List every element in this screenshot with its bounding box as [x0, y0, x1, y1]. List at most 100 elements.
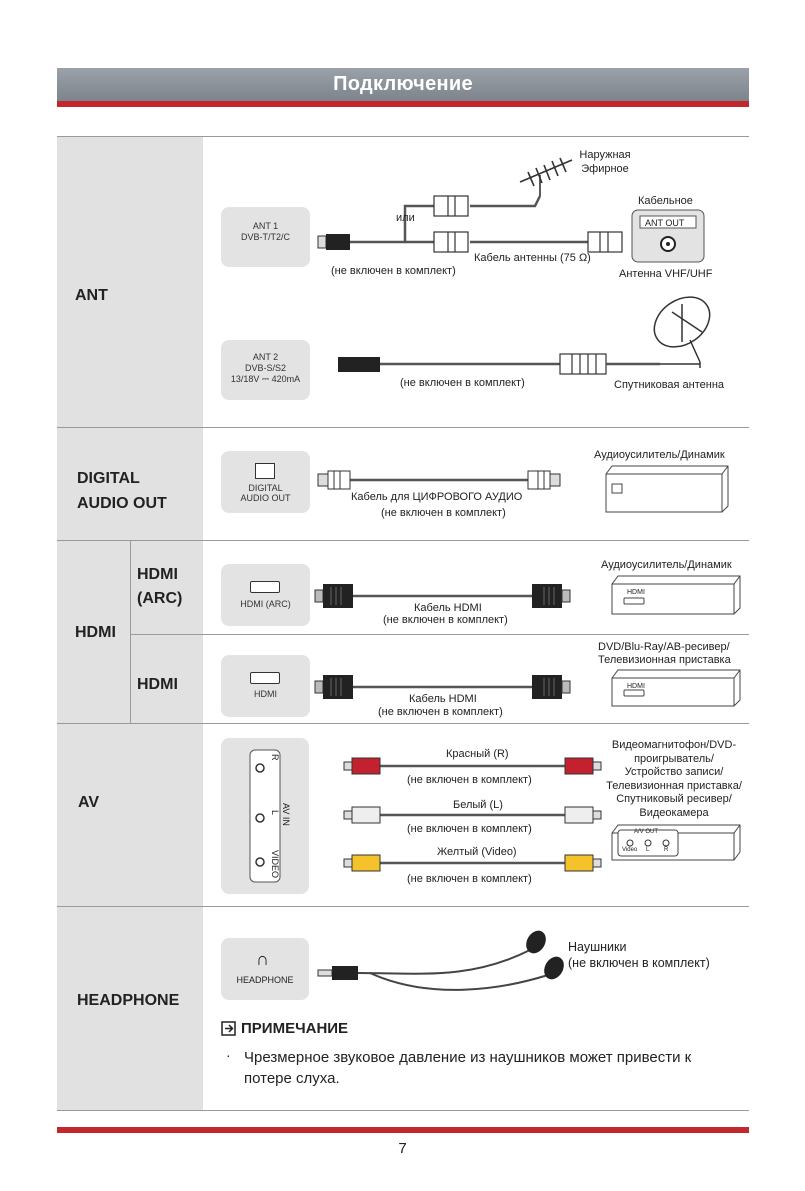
digital-not-included: (не включен в комплект)	[381, 507, 506, 519]
or-label: или	[396, 212, 415, 224]
hdmi-plug-left	[314, 675, 353, 699]
rca-yellow-right	[564, 854, 602, 872]
ant2-label: ANT 2	[252, 352, 279, 362]
note-title: ПРИМЕЧАНИЕ	[241, 1020, 349, 1037]
audio-amplifier-device	[605, 465, 729, 513]
av-port-avin: AV IN	[281, 803, 291, 826]
row-divider	[57, 1110, 749, 1111]
label-hdmi-sub: HDMI	[137, 676, 178, 693]
row-divider	[57, 540, 749, 541]
page-title: Подключение	[333, 73, 473, 95]
cable-tv-wall-outlet	[631, 209, 705, 263]
dvd-device-label-1: DVD/Blu-Ray/AB-ресивер/	[598, 641, 730, 653]
row-divider	[57, 136, 749, 137]
page-number: 7	[398, 1140, 407, 1157]
av-source-device	[611, 824, 741, 861]
hdmi-not-included: (не включен в комплект)	[378, 706, 503, 718]
satellite-label: Спутниковая антенна	[614, 379, 725, 391]
optical-plug-left	[317, 470, 351, 490]
hdmi-port-icon	[250, 672, 280, 684]
ant1-port-panel: ANT 1 DVB-T/T2/C	[221, 207, 310, 267]
rca-white-right	[564, 806, 602, 824]
hdmi-arc-port-panel: HDMI (ARC)	[221, 564, 310, 626]
label-audio-out: AUDIO OUT	[77, 495, 167, 512]
label-ant: ANT	[75, 287, 108, 304]
ant1-not-included: (не включен в комплект)	[331, 265, 456, 277]
headphone-device-label: Наушники	[568, 940, 627, 954]
headphone-icon: ∩	[256, 949, 269, 969]
outdoor-antenna-icon	[519, 157, 573, 196]
dvd-device-label-2: Телевизионная приставка	[598, 654, 731, 666]
headphone-plug	[317, 966, 358, 980]
row-divider	[57, 427, 749, 428]
av-box-label-r: R	[664, 847, 669, 853]
hdmi-plug-left-arc	[314, 584, 353, 608]
hdmi-cable-label: Кабель HDMI	[409, 693, 477, 705]
label-hdmi: HDMI	[75, 624, 116, 641]
rca-red-left	[343, 757, 381, 775]
headphone-port-label: HEADPHONE	[236, 975, 294, 985]
row-divider	[57, 723, 749, 724]
digital-port-label-2: AUDIO OUT	[240, 493, 291, 503]
ant2-not-included: (не включен в комплект)	[400, 377, 525, 389]
header-accent-line	[57, 101, 749, 107]
av-red-label: Красный (R)	[446, 748, 509, 760]
ant1-plug	[317, 234, 350, 250]
optical-port-icon	[255, 463, 275, 479]
outdoor-label-2: Эфирное	[581, 163, 629, 175]
outdoor-antenna-label: Наружная Эфирное	[560, 148, 650, 176]
av-yellow-not-included: (не включен в комплект)	[407, 873, 532, 885]
av-white-not-included: (не включен в комплект)	[407, 823, 532, 835]
av-device-line: Видеомагнитофон/DVD-	[611, 739, 737, 751]
optical-plug-right	[527, 470, 561, 490]
av-white-label: Белый (L)	[453, 799, 503, 811]
label-hdmi-arc-2: (ARC)	[137, 590, 183, 607]
av-box-label-video: Video	[622, 847, 638, 853]
label-hdmi-arc-1: HDMI	[137, 566, 178, 583]
av-port-panel	[221, 738, 309, 894]
audio-amplifier-hdmi-device	[611, 575, 741, 615]
note-bullet: ·	[226, 1047, 231, 1063]
hdmi-arc-device-label: Аудиоусилитель/Динамик	[601, 559, 732, 571]
earbud-icon	[526, 930, 564, 980]
av-port-r: R	[270, 754, 280, 761]
headphone-port-panel	[221, 938, 309, 1000]
hdmi-arc-cable-label: Кабель HDMI	[414, 602, 482, 614]
hdmi-arc-not-included: (не включен в комплект)	[383, 614, 508, 626]
rca-white-left	[343, 806, 381, 824]
footer-accent-line	[57, 1127, 749, 1133]
ant2-standard: DVB-S/S2	[244, 363, 286, 373]
av-yellow-label: Желтый (Video)	[437, 846, 517, 858]
headphone-not-included: (не включен в комплект)	[568, 956, 710, 970]
hdmi-arc-device-port: HDMI	[627, 589, 645, 596]
av-box-label-l: L	[646, 847, 650, 853]
ant1-standard: DVB-T/T2/C	[240, 232, 290, 242]
digital-port-label-1: DIGITAL	[248, 483, 283, 493]
ant1-label: ANT 1	[252, 221, 279, 231]
cable-tv-label: Кабельное	[638, 195, 693, 207]
outdoor-label-1: Наружная	[579, 149, 631, 161]
ant-out-label: ANT OUT	[645, 218, 685, 228]
hdmi-column-divider	[130, 541, 131, 723]
hdmi-arc-port-label: HDMI (ARC)	[240, 599, 291, 609]
hdmi-port-label: HDMI	[254, 689, 277, 699]
vhf-uhf-label: Антенна VHF/UHF	[619, 268, 713, 280]
label-digital: DIGITAL	[77, 470, 140, 487]
av-device-line: Телевизионная приставка/	[606, 779, 742, 792]
hdmi-row-divider	[130, 634, 749, 635]
row-divider	[57, 906, 749, 907]
ant2-port-panel: ANT 2 DVB-S/S2 13/18V ⎓ 420mA	[221, 340, 310, 400]
dvd-device-port: HDMI	[627, 683, 645, 690]
label-headphone: HEADPHONE	[77, 992, 180, 1009]
av-box-title: A/V OUT	[634, 829, 659, 835]
note-text: Чрезмерное звуковое давление из наушнико…	[244, 1049, 692, 1087]
av-device-line: Видеокамера	[639, 806, 709, 819]
av-device-line: Спутниковый ресивер/	[616, 793, 732, 805]
ant2-power: 13/18V ⎓ 420mA	[230, 374, 301, 384]
av-device-line: проигрыватель/	[634, 752, 714, 765]
satellite-dish-icon	[653, 296, 711, 368]
rca-red-right	[564, 757, 602, 775]
hdmi-plug-right	[532, 675, 571, 699]
av-device-line: Устройство записи/	[624, 766, 724, 778]
